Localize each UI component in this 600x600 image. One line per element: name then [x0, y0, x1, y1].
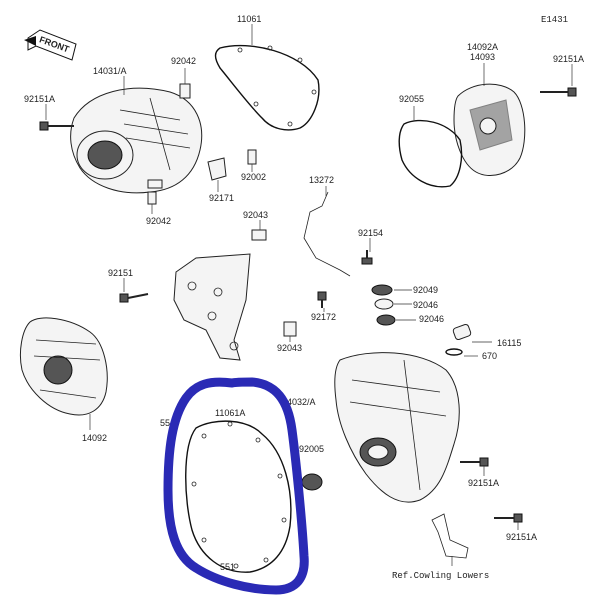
label-92151: 92151	[108, 268, 133, 278]
bolt-92151A-rb1-shape	[460, 457, 489, 467]
label-92171: 92171	[209, 193, 234, 203]
oring-92055-shape	[398, 119, 463, 188]
label-11061: 11061	[237, 14, 261, 24]
bolt-92151A-rb2-shape	[494, 513, 523, 523]
dowel-92042-b-shape	[147, 191, 157, 205]
dowel-92043-b-shape	[283, 321, 297, 337]
bolt-92151A-left-shape	[39, 121, 74, 131]
bolt-92154-shape	[361, 250, 373, 265]
label-92151A-rb2: 92151A	[506, 532, 537, 542]
label-92046-b: 92046	[419, 314, 444, 324]
label-16115: 16115	[497, 338, 521, 348]
label-551: 551	[220, 562, 235, 572]
cover-right-top-shape	[453, 83, 526, 176]
label-92042-a: 92042	[171, 56, 196, 66]
bolt-92172-shape	[317, 291, 327, 308]
label-92043-b: 92043	[277, 343, 302, 353]
label-11061A: 11061A	[215, 408, 245, 418]
clip-92002-shape	[247, 149, 257, 165]
label-14092: 14092	[82, 433, 107, 443]
label-92151A-rb1: 92151A	[468, 478, 499, 488]
cover-main-shape	[334, 352, 460, 503]
label-14092A: 14092A	[467, 42, 498, 52]
label-92055: 92055	[399, 94, 424, 104]
label-670: 670	[482, 351, 497, 361]
label-92043-a: 92043	[243, 210, 268, 220]
label-92172: 92172	[311, 312, 336, 322]
label-92005: 92005	[299, 444, 324, 454]
label-14032A: 14032/A	[282, 397, 316, 407]
label-14031A: 14031/A	[93, 66, 127, 76]
label-92002: 92002	[241, 172, 266, 182]
seal-stack-shape	[371, 284, 396, 326]
highlight-annotation	[163, 377, 309, 595]
bolt-92151A-right-top-shape	[540, 87, 577, 97]
front-arrow-icon: FRONT	[24, 29, 77, 61]
gasket-top-shape	[214, 44, 320, 131]
diagram-code: E1431	[541, 15, 568, 25]
bolt-92151-shape	[119, 293, 149, 303]
label-92151A-lt: 92151A	[24, 94, 55, 104]
cover-left-bottom-shape	[19, 317, 108, 416]
ref-cowling-note: Ref.Cowling Lowers	[392, 571, 489, 581]
dowel-92042-a-shape	[179, 83, 191, 99]
label-92042-b: 92042	[146, 216, 171, 226]
bracket-plate-shape	[173, 253, 251, 361]
label-92046-a: 92046	[413, 300, 438, 310]
label-92049: 92049	[413, 285, 438, 295]
gasket-main-shape	[185, 420, 292, 573]
bracket-13272-shape	[303, 191, 351, 277]
cover-left-top-shape	[70, 87, 203, 194]
label-92154: 92154	[358, 228, 383, 238]
label-14093: 14093	[470, 52, 495, 62]
plug-16115-shape	[445, 323, 472, 356]
dowel-92043-a-shape	[251, 229, 267, 241]
label-55-partial: 55	[160, 418, 170, 428]
ring-92005-shape	[301, 473, 323, 491]
label-13272: 13272	[309, 175, 334, 185]
cowling-bracket-shape	[431, 513, 469, 559]
label-92151A-rt: 92151A	[553, 54, 584, 64]
bracket-92171-shape	[207, 157, 227, 181]
